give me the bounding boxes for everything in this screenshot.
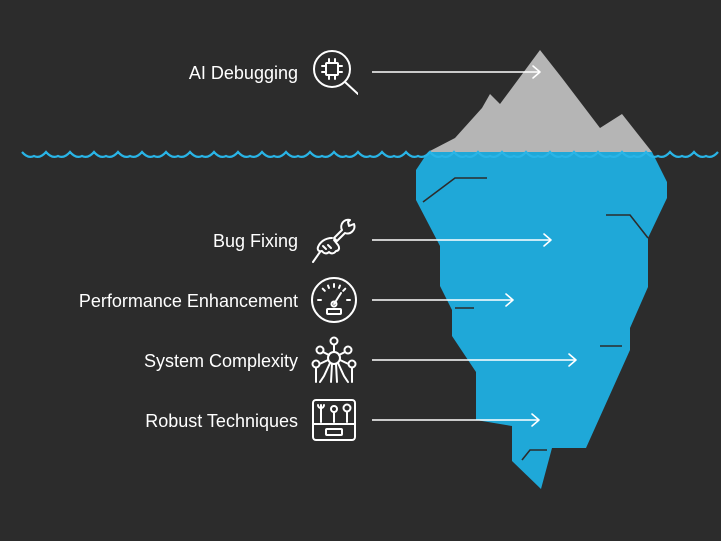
label-system-complexity: System Complexity <box>143 351 298 371</box>
network-nodes-icon <box>311 336 357 383</box>
pointer-arrow <box>372 65 541 79</box>
pointer-arrow <box>372 233 552 247</box>
chip-magnifier-icon <box>313 50 358 95</box>
hand-wrench-icon <box>312 218 356 263</box>
label-robust-techniques: Robust Techniques <box>145 411 298 431</box>
label-bug-fixing: Bug Fixing <box>212 231 298 251</box>
water-line <box>21 150 719 158</box>
label-ai-debugging: AI Debugging <box>188 63 298 83</box>
iceberg-peak <box>428 50 652 152</box>
label-performance-enhancement: Performance Enhancement <box>78 291 298 311</box>
speedometer-icon <box>311 277 357 323</box>
iceberg-facets <box>422 177 649 461</box>
toolbox-icon <box>312 399 356 441</box>
pointer-arrow <box>372 293 514 307</box>
pointer-arrow <box>372 353 577 367</box>
iceberg-underwater <box>416 152 667 489</box>
pointer-arrow <box>372 413 540 427</box>
pointer-arrows <box>372 65 577 427</box>
